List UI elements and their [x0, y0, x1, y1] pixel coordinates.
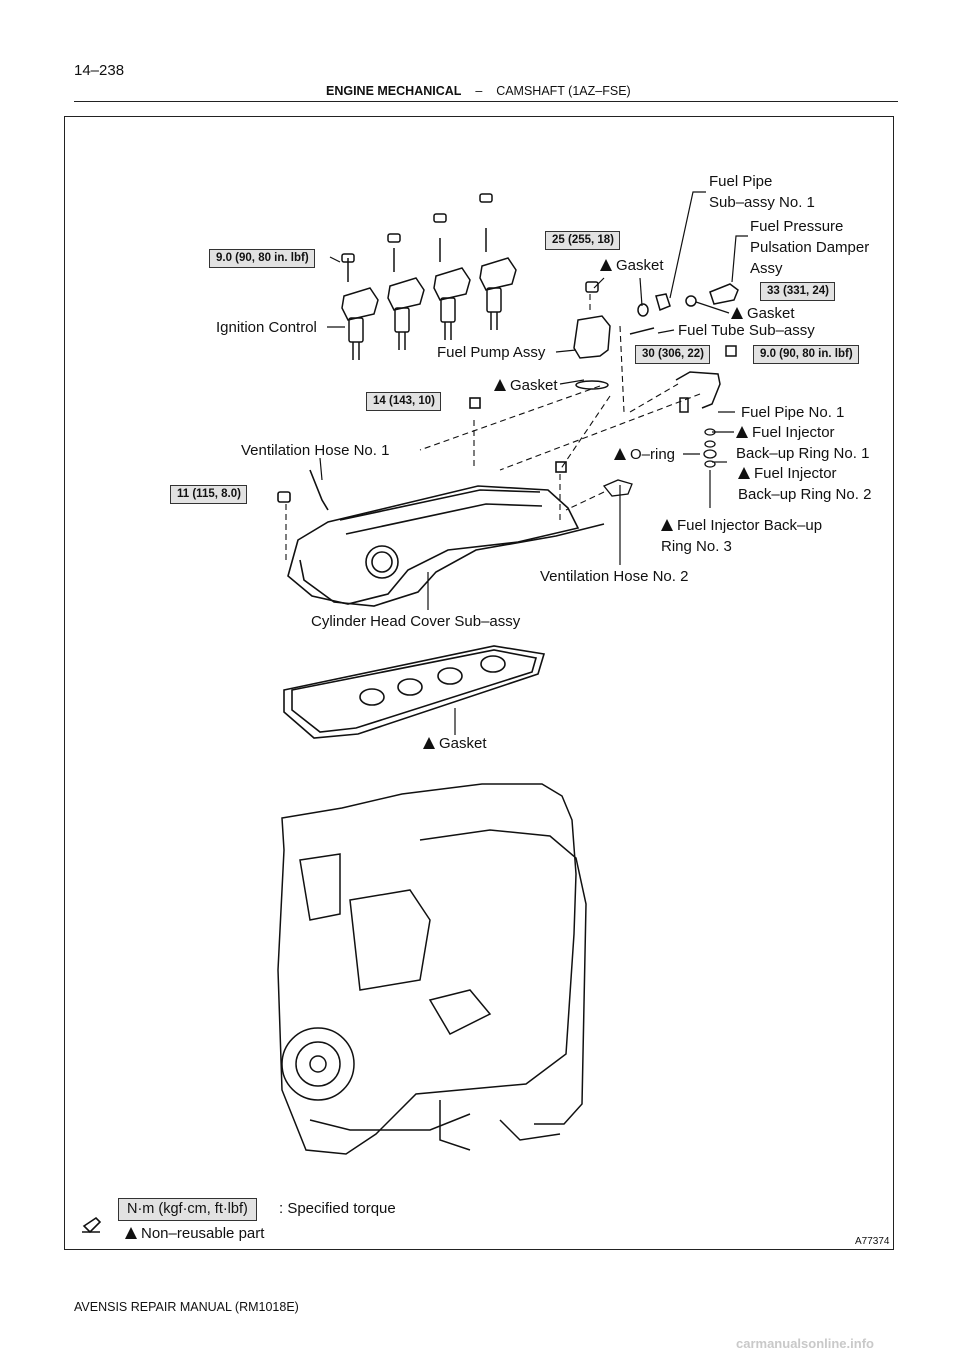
section-title: ENGINE MECHANICAL – CAMSHAFT (1AZ–FSE): [326, 84, 631, 98]
fuel-pump: [573, 281, 739, 413]
label-ventilation-hose-1: Ventilation Hose No. 1: [241, 442, 390, 459]
page-number: 14–238: [74, 62, 125, 79]
label-o-ring: O–ring: [614, 444, 675, 465]
cover-gasket: [283, 645, 546, 739]
label-fuel-tube-subassy: Fuel Tube Sub–assy: [678, 322, 815, 339]
label-ventilation-hose-2: Ventilation Hose No. 2: [540, 568, 689, 585]
torque-cover-nut-left: 11 (115, 8.0): [170, 485, 247, 504]
non-reusable-icon: [423, 737, 435, 749]
figure-reference: A77374: [855, 1236, 890, 1247]
label-gasket-cover: Gasket: [423, 733, 487, 754]
leader-lines: [319, 191, 748, 735]
alignment-lines: [285, 294, 701, 560]
legend-non-reusable: Non–reusable part: [125, 1223, 264, 1244]
torque-fuel-pipe-bolt: 9.0 (90, 80 in. lbf): [753, 345, 859, 364]
label-gasket-damper: Gasket: [731, 303, 795, 324]
label-gasket-pump-bottom: Gasket: [494, 375, 558, 396]
section-title-sep: –: [475, 84, 483, 98]
section-title-bold: ENGINE MECHANICAL: [326, 84, 462, 98]
section-title-rest: CAMSHAFT (1AZ–FSE): [496, 84, 631, 98]
non-reusable-icon: [600, 259, 612, 271]
non-reusable-icon: [125, 1227, 137, 1239]
figure-frame: [64, 116, 894, 1250]
non-reusable-icon: [494, 379, 506, 391]
label-cylinder-head-cover: Cylinder Head Cover Sub–assy: [311, 613, 521, 630]
non-reusable-icon: [661, 519, 673, 531]
torque-fuel-pipe-union: 30 (306, 22): [635, 345, 711, 364]
footer-site: carmanualsonline.info: [736, 1336, 874, 1351]
legend-unit-box: N·m (kgf·cm, ft·lbf): [118, 1198, 257, 1221]
torque-cover-nut-mid: 14 (143, 10): [366, 392, 442, 411]
header-rule: [74, 101, 898, 102]
footer-manual: AVENSIS REPAIR MANUAL (RM1018E): [74, 1300, 299, 1314]
torque-damper: 33 (331, 24): [760, 282, 836, 301]
injector-rings: [602, 428, 717, 497]
label-fuel-pipe-no1: Fuel Pipe No. 1: [741, 404, 845, 421]
non-reusable-icon: [738, 467, 750, 479]
non-reusable-icon: [736, 426, 748, 438]
non-reusable-icon: [731, 307, 743, 319]
non-reusable-icon: [614, 448, 626, 460]
engine-block: [277, 783, 587, 1155]
cylinder-head-cover: [277, 397, 605, 607]
ignition-coils: [341, 193, 517, 360]
torque-ignition-bolt: 9.0 (90, 80 in. lbf): [209, 249, 315, 268]
label-ignition-control: Ignition Control: [216, 319, 317, 336]
label-gasket-pump-top: Gasket: [600, 255, 664, 276]
legend-symbol: [82, 1216, 102, 1234]
torque-fuel-pump-bolt: 25 (255, 18): [545, 231, 621, 250]
label-fuel-pump-assy: Fuel Pump Assy: [437, 344, 546, 361]
legend-specified-torque: : Specified torque: [279, 1200, 396, 1217]
